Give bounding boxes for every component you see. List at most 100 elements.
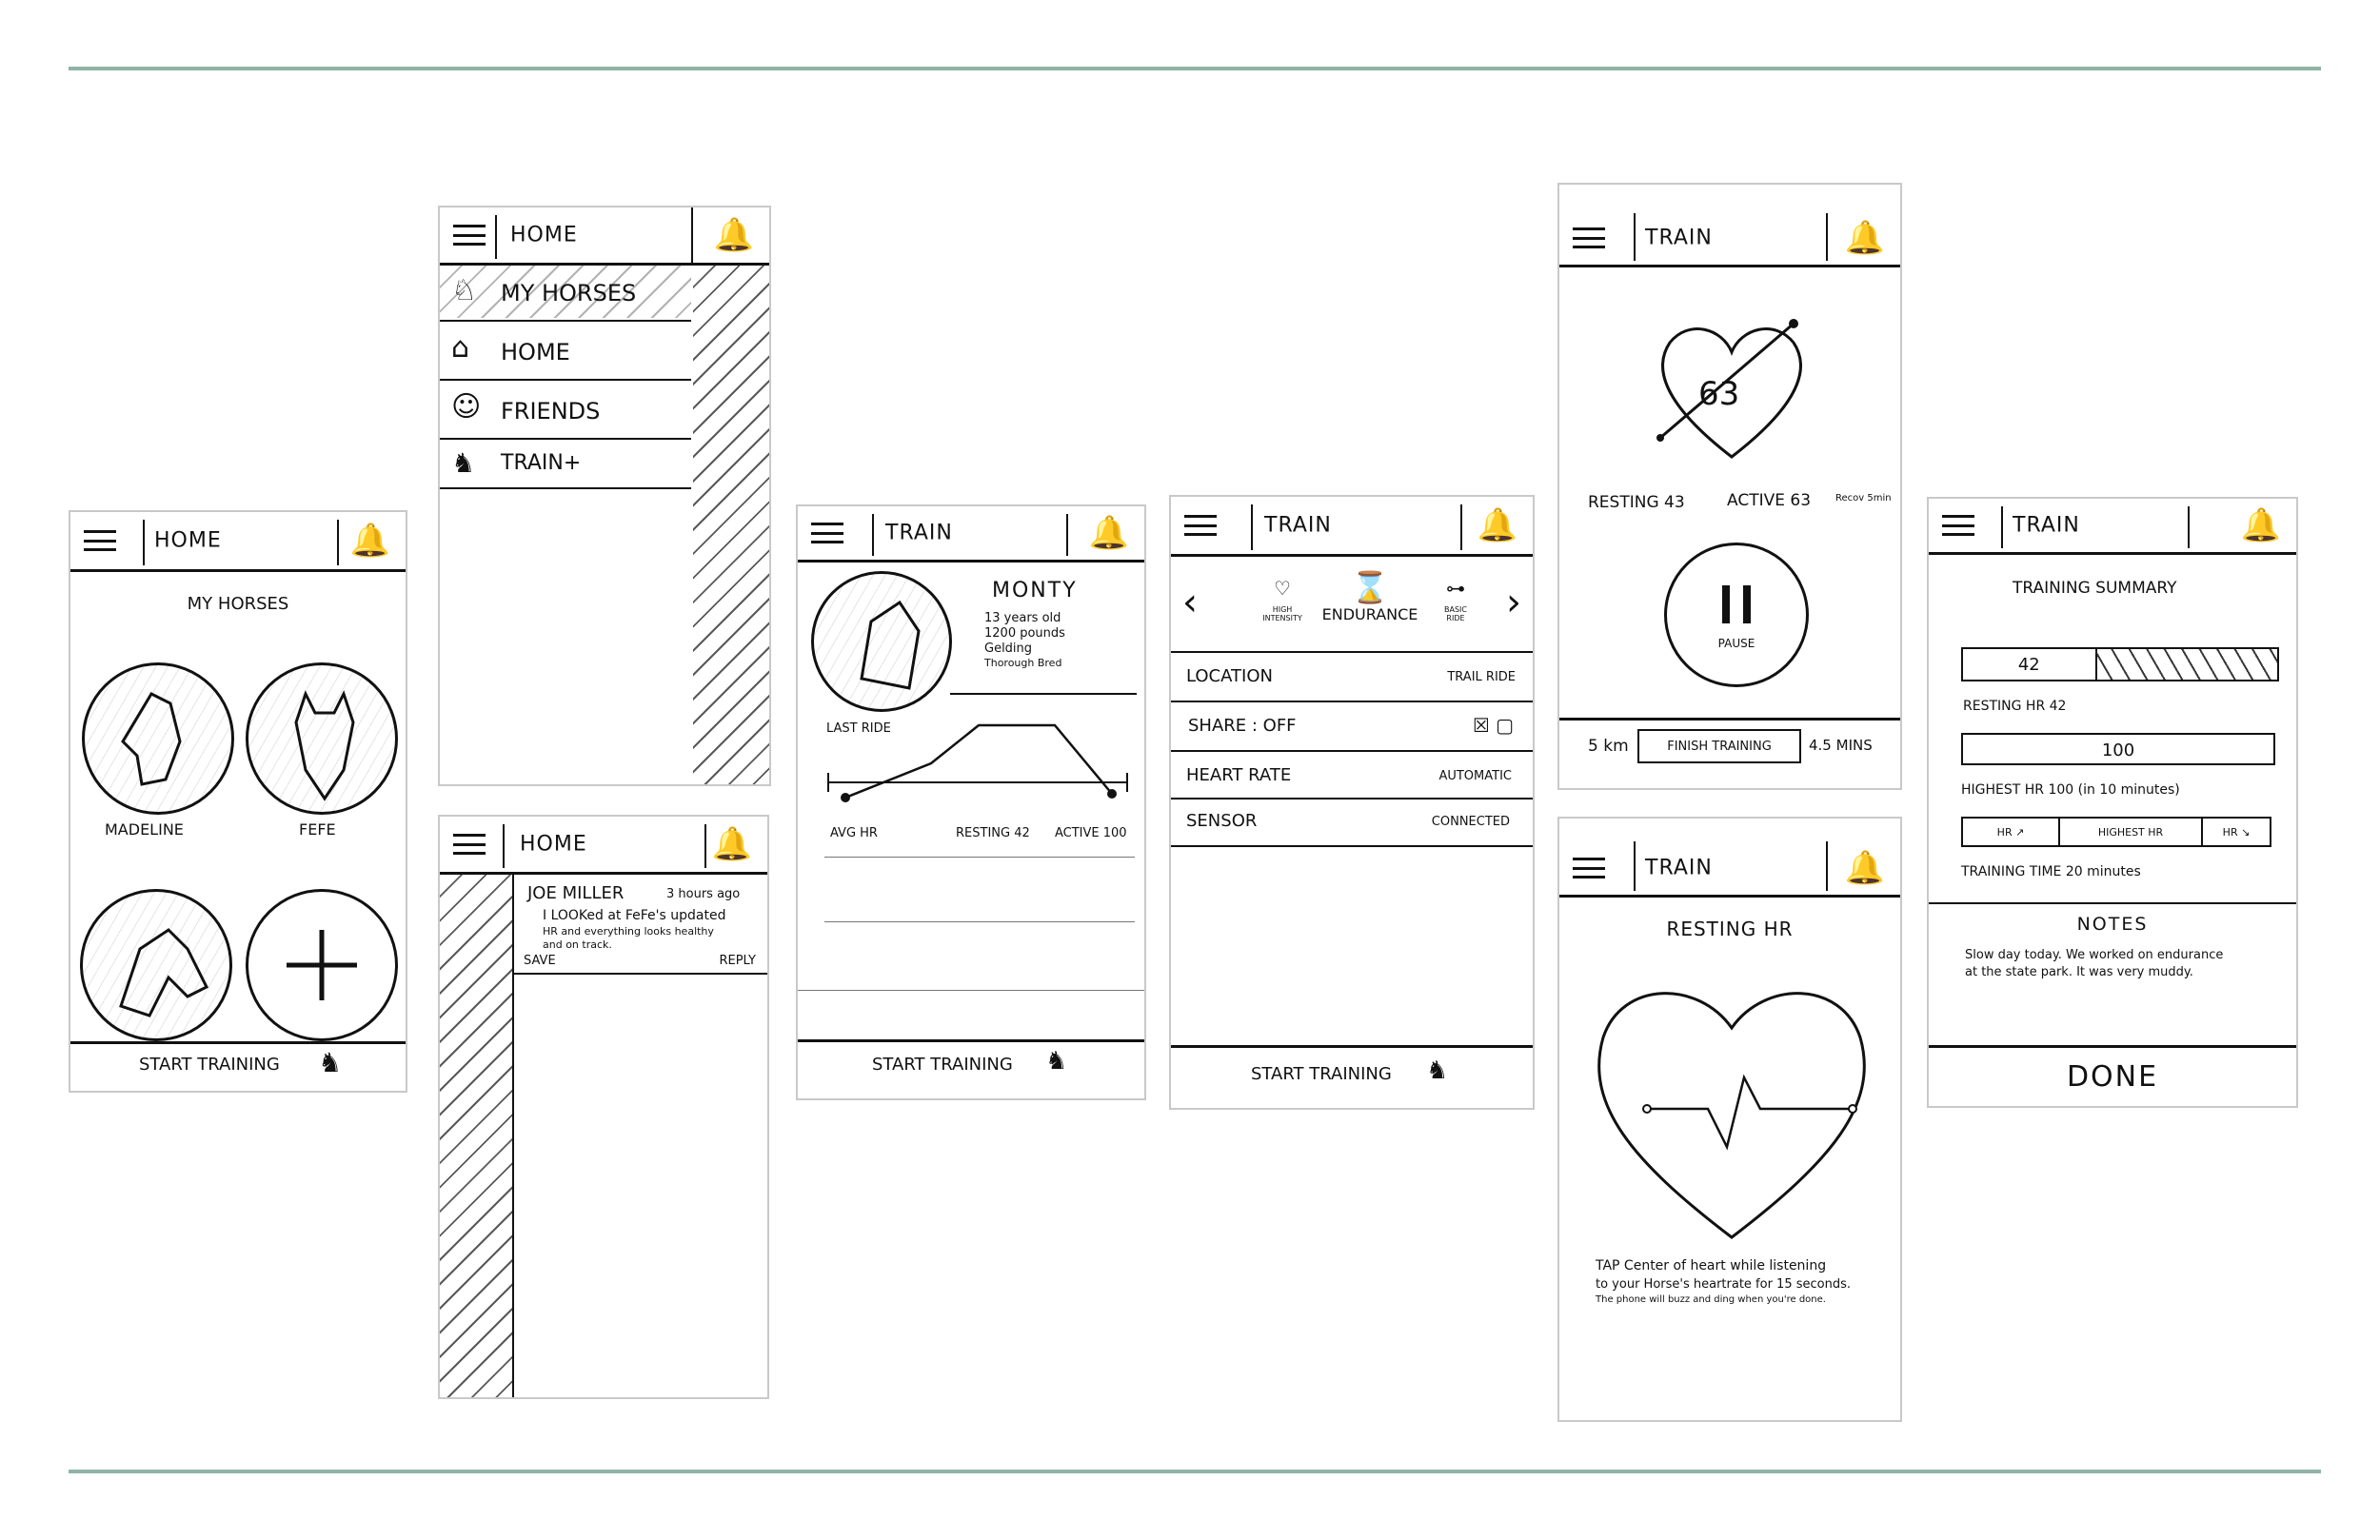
notes-text[interactable]: Slow day today. We worked on endurance: [1965, 948, 2224, 962]
highest-hr-bar: 100: [1961, 733, 2275, 765]
page-title: TRAIN: [885, 521, 953, 545]
hourglass-icon: ⌛: [1351, 569, 1389, 605]
bell-icon[interactable]: 🔔: [349, 522, 390, 560]
screen-home: HOME 🔔 MY HORSES MADELINE FEFE START TRA…: [69, 510, 407, 1093]
setting-row-location[interactable]: LOCATION TRAIL RIDE: [1171, 653, 1533, 702]
menu-item-my-horses[interactable]: ♘ MY HORSES: [440, 265, 691, 322]
menu-item-train[interactable]: ♞ TRAIN+: [440, 440, 691, 489]
bell-icon[interactable]: 🔔: [1477, 506, 1517, 544]
horse-avatar-monty[interactable]: [811, 571, 952, 712]
bit-icon: ⊶: [1446, 577, 1465, 600]
top-divider: [69, 67, 2321, 70]
menu-icon[interactable]: [84, 530, 116, 551]
saddle-icon: ♞: [1426, 1056, 1449, 1085]
active-stat: ACTIVE 100: [1055, 826, 1127, 840]
post-body: HR and everything looks healthy: [543, 925, 714, 938]
horse-avatar-madeline[interactable]: [82, 662, 234, 815]
horse-name: MADELINE: [105, 820, 184, 839]
heart-tap-area[interactable]: [1584, 971, 1879, 1247]
elapsed-time: 4.5 MINS: [1809, 737, 1873, 754]
instructions: The phone will buzz and ding when you're…: [1596, 1294, 1826, 1305]
bell-icon[interactable]: 🔔: [2240, 506, 2281, 544]
post-author[interactable]: JOE MILLER: [527, 883, 625, 903]
instructions: TAP Center of heart while listening: [1596, 1258, 1827, 1273]
share-icons[interactable]: ☒ ▢: [1472, 714, 1514, 737]
overlay-shade: [440, 265, 691, 318]
tab-highest-hr[interactable]: HIGHEST HR: [2060, 819, 2203, 845]
finish-training-button[interactable]: FINISH TRAINING: [1637, 729, 1801, 763]
mode-basic-ride[interactable]: ⊶ BASIC RIDE: [1422, 577, 1489, 643]
bottom-divider: [69, 1470, 2321, 1473]
resting-hr: RESTING 43: [1588, 493, 1685, 512]
screen-menu: HOME 🔔 ♘ MY HORSES ⌂ HOME ☺ FRIENDS ♞ TR…: [438, 206, 771, 786]
menu-item-home[interactable]: ⌂ HOME: [440, 322, 691, 381]
horse-head-icon: [119, 928, 209, 1017]
bell-icon[interactable]: 🔔: [1844, 219, 1885, 257]
post-body: and on track.: [543, 938, 612, 951]
tab-hr-up[interactable]: HR ↗: [1963, 819, 2060, 845]
chevron-right-icon[interactable]: ›: [1506, 581, 1521, 624]
menu-icon[interactable]: [811, 523, 843, 543]
menu-icon[interactable]: [453, 225, 486, 246]
add-horse-button[interactable]: [246, 889, 398, 1041]
menu-icon[interactable]: [1573, 858, 1605, 879]
screen-training-summary: TRAIN 🔔 TRAINING SUMMARY 42 RESTING HR 4…: [1927, 497, 2298, 1108]
resting-hr-fill: 42: [1963, 649, 2097, 680]
mode-endurance[interactable]: ⌛ ENDURANCE: [1318, 569, 1422, 645]
page-title: TRAIN: [1645, 856, 1713, 880]
horse-avatar-fefe[interactable]: [246, 662, 398, 815]
screen-train-active: TRAIN 🔔 63 RESTING 43 ACTIVE 63 Recov 5m…: [1557, 183, 1902, 790]
post-body: I LOOKed at FeFe's updated: [543, 908, 726, 923]
plus-icon: [287, 930, 357, 1000]
bell-icon[interactable]: 🔔: [1088, 514, 1129, 552]
last-ride-graph: [827, 723, 1128, 802]
start-training-button[interactable]: START TRAINING: [872, 1055, 1013, 1075]
friends-icon: ☺: [451, 390, 482, 424]
horse-name: MONTY: [992, 579, 1078, 602]
setting-row-heart-rate[interactable]: HEART RATE AUTOMATIC: [1171, 752, 1533, 800]
bell-icon[interactable]: 🔔: [713, 216, 754, 254]
summary-tabs: HR ↗ HIGHEST HR HR ↘: [1961, 817, 2271, 847]
menu-icon[interactable]: [1942, 515, 1974, 536]
bell-icon[interactable]: 🔔: [711, 825, 752, 863]
setting-row-share[interactable]: SHARE : OFF ☒ ▢: [1171, 702, 1533, 752]
menu-icon[interactable]: [453, 834, 486, 855]
page-title: HOME: [154, 528, 222, 553]
horse-icon: ♘: [451, 274, 477, 307]
section-title: RESTING HR: [1666, 918, 1794, 940]
save-button[interactable]: SAVE: [524, 954, 556, 968]
menu-item-friends[interactable]: ☺ FRIENDS: [440, 381, 691, 440]
train-icon: ♞: [451, 447, 476, 479]
chevron-left-icon[interactable]: ‹: [1182, 581, 1198, 624]
notes-text[interactable]: at the state park. It was very muddy.: [1965, 965, 2193, 979]
reply-button[interactable]: REPLY: [719, 954, 756, 968]
saddle-icon: ♞: [318, 1047, 343, 1078]
page-title: TRAIN: [1264, 513, 1332, 538]
horse-info: 1200 pounds: [984, 626, 1065, 641]
recovery-time: Recov 5min: [1835, 493, 1892, 503]
done-button[interactable]: DONE: [2066, 1060, 2159, 1094]
mode-high-intensity[interactable]: ♡ HIGH INTENSITY: [1249, 577, 1316, 643]
horse-info: Gelding: [984, 642, 1033, 656]
screen-train-setup: TRAIN 🔔 ‹ › ♡ HIGH INTENSITY ⌛ ENDURANCE…: [1169, 495, 1535, 1110]
menu-item-label: HOME: [501, 339, 570, 365]
pause-button[interactable]: PAUSE: [1664, 543, 1809, 687]
menu-icon[interactable]: [1573, 227, 1605, 248]
start-training-button[interactable]: START TRAINING: [139, 1055, 280, 1075]
tab-hr-down[interactable]: HR ↘: [2222, 826, 2251, 839]
avg-hr-stat: AVG HR: [830, 826, 878, 840]
page-title: HOME: [520, 832, 587, 857]
feed-post: JOE MILLER 3 hours ago I LOOKed at FeFe'…: [514, 874, 767, 975]
screen-horse-detail: TRAIN 🔔 MONTY 13 years old 1200 pounds G…: [796, 504, 1146, 1100]
start-training-button[interactable]: START TRAINING: [1251, 1064, 1392, 1084]
horse-name: FEFE: [299, 820, 336, 839]
menu-item-label: TRAIN+: [501, 451, 582, 475]
screen-resting-hr: TRAIN 🔔 RESTING HR TAP Center of heart w…: [1557, 817, 1902, 1422]
setting-row-sensor[interactable]: SENSOR CONNECTED: [1171, 800, 1533, 847]
bell-icon[interactable]: 🔔: [1844, 849, 1885, 887]
section-title: MY HORSES: [187, 594, 289, 614]
page-title: TRAIN: [2013, 513, 2080, 538]
horse-avatar-third[interactable]: [80, 889, 232, 1041]
pause-icon: [1722, 585, 1751, 623]
menu-icon[interactable]: [1184, 515, 1217, 536]
